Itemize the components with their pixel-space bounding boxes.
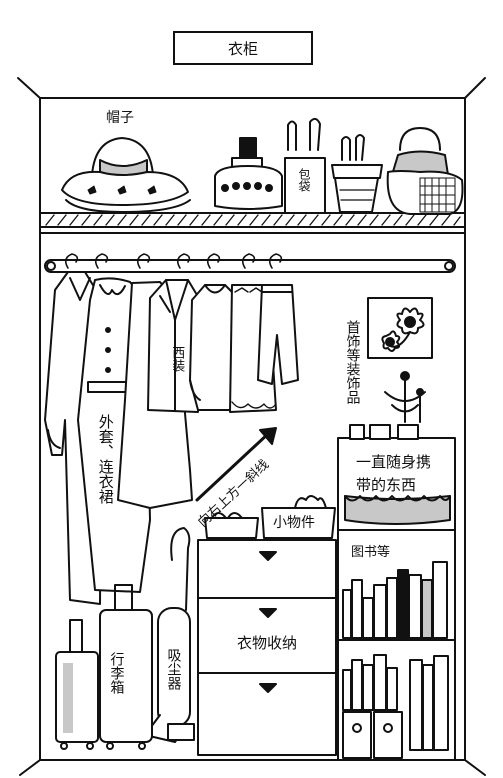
small-items-label: 小物件: [273, 515, 315, 531]
purse-icon: [214, 137, 283, 210]
jewelry-icon: [384, 371, 426, 423]
suit-label: 西装: [169, 346, 185, 372]
coat-dress-label: 外套、连衣裙: [96, 414, 115, 504]
diagonal-arrow: [195, 427, 277, 502]
wardrobe-title: 衣柜: [173, 31, 313, 65]
bookshelf: [337, 529, 456, 761]
luggage-label: 行李箱: [108, 652, 125, 694]
bag-box-icon: [284, 118, 326, 214]
vacuum-label: 吸尘器: [165, 648, 182, 690]
accessories-label: 首饰等装饰品: [344, 320, 361, 404]
books-label: 图书等: [351, 545, 391, 560]
hangers: [64, 253, 283, 269]
large-suitcase-icon: [99, 584, 153, 750]
clothes-storage-label: 衣物收纳: [237, 634, 298, 652]
vacuum-icon: [144, 527, 195, 743]
small-suitcase-icon: [55, 619, 99, 750]
carry-label-2: 带的东西: [356, 476, 417, 494]
flower-picture-icon: [367, 297, 433, 359]
basket-icon: [331, 134, 383, 213]
blouse-icon: [189, 284, 241, 411]
suit-jacket-icon: [147, 279, 201, 413]
handbag-icon: [386, 127, 464, 215]
hat-label: 帽子: [106, 110, 134, 126]
top-shelf: [39, 212, 466, 234]
bag-label: 包袋: [297, 168, 311, 192]
hanging-rod: [44, 259, 456, 273]
shorts-icon: [257, 284, 299, 385]
small-items-tray: [204, 495, 336, 539]
carry-cabinet: [337, 424, 456, 531]
drawer-unit: [197, 539, 337, 756]
hat-icon: [61, 137, 191, 213]
carry-label: 一直随身携: [356, 453, 432, 471]
